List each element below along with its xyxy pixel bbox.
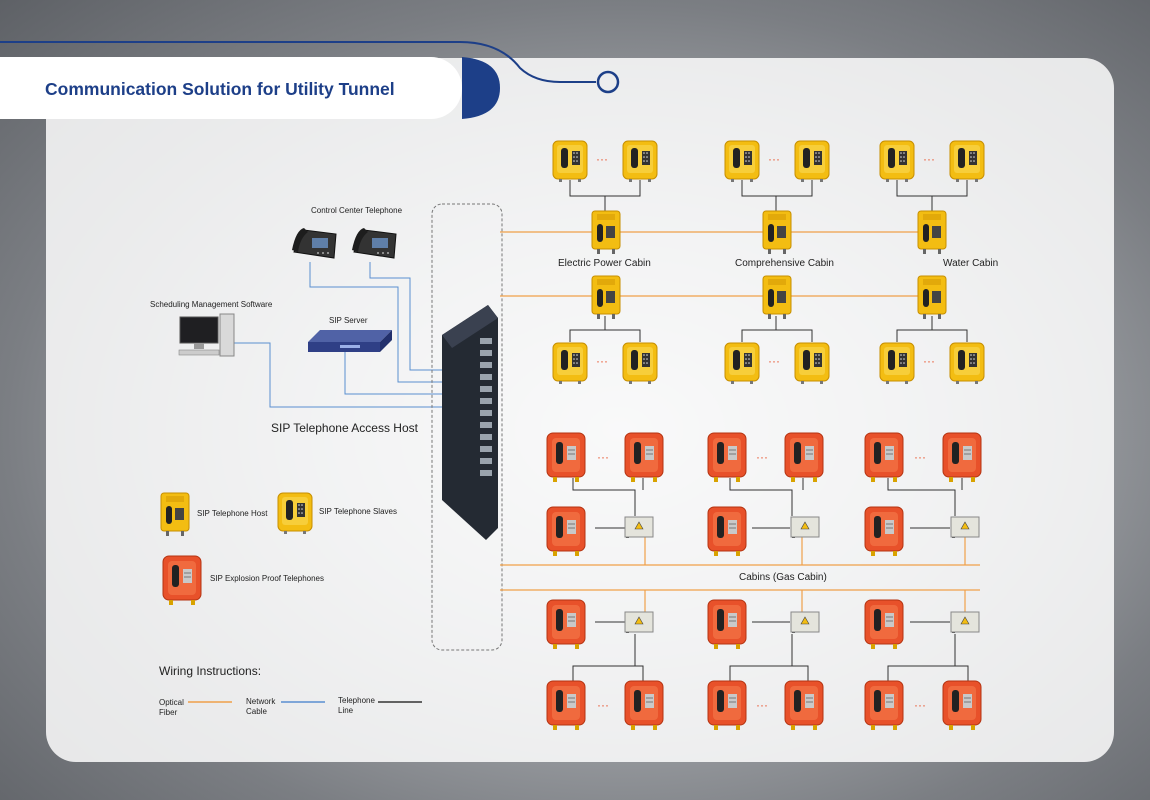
sip-server-label: SIP Server — [329, 316, 368, 325]
wiring-title: Wiring Instructions: — [159, 664, 262, 678]
dots: ··· — [768, 354, 780, 368]
computer-icon — [178, 313, 235, 357]
network-label-2: Cable — [246, 707, 267, 716]
sip-server-icon — [308, 330, 392, 352]
dots: ··· — [914, 698, 926, 712]
dots: ··· — [756, 450, 768, 464]
scheduling-software-label: Scheduling Management Software — [150, 300, 273, 309]
dots: ··· — [596, 354, 608, 368]
dots: ··· — [914, 450, 926, 464]
comprehensive-cabin-label: Comprehensive Cabin — [735, 258, 834, 269]
dots: ··· — [597, 450, 609, 464]
dots: ··· — [768, 152, 780, 166]
access-host-switch — [442, 305, 498, 540]
dots: ··· — [756, 698, 768, 712]
telephone-label-2: Line — [338, 706, 354, 715]
legend-explosion-proof-label: SIP Explosion Proof Telephones — [210, 574, 325, 583]
page-title: Communication Solution for Utility Tunne… — [45, 79, 395, 99]
legend-sip-host-label: SIP Telephone Host — [197, 509, 268, 518]
dots: ··· — [596, 152, 608, 166]
telephone-label-1: Telephone — [338, 696, 375, 705]
electric-cabin-label: Electric Power Cabin — [558, 258, 651, 269]
control-center-label: Control Center Telephone — [311, 206, 403, 215]
title-banner — [0, 57, 462, 119]
access-host-label: SIP Telephone Access Host — [271, 421, 418, 435]
water-cabin-label: Water Cabin — [943, 258, 999, 269]
legend-sip-slaves-label: SIP Telephone Slaves — [319, 507, 397, 516]
dots: ··· — [923, 152, 935, 166]
network-label-1: Network — [246, 697, 276, 706]
gas-cabin-label: Cabins (Gas Cabin) — [739, 572, 827, 583]
dots: ··· — [923, 354, 935, 368]
optical-label-1: Optical — [159, 698, 184, 707]
dots: ··· — [597, 698, 609, 712]
optical-label-2: Fiber — [159, 708, 178, 717]
